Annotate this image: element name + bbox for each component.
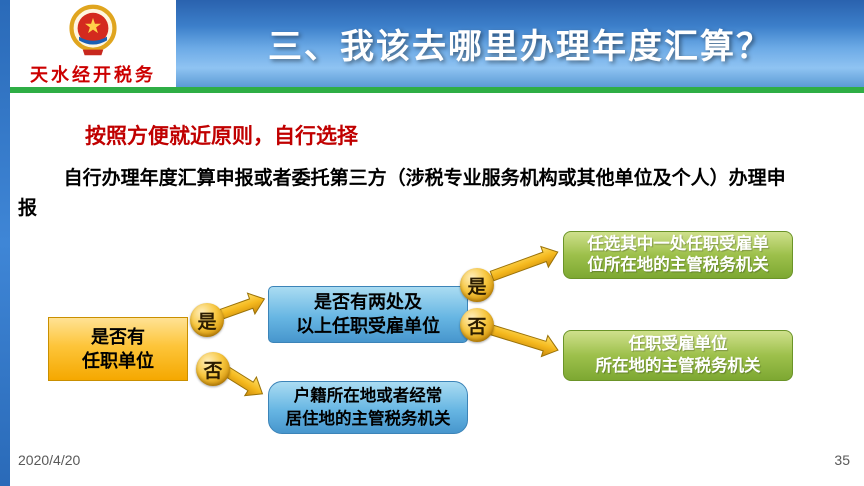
flow-arrow-yes-2	[489, 245, 559, 282]
tax-emblem-icon	[69, 4, 117, 56]
slide-page-number: 35	[834, 452, 850, 468]
logo-box: 天水经开税务	[10, 0, 176, 87]
header-divider	[10, 87, 864, 93]
flow-arrow-yes-1	[219, 292, 266, 320]
left-edge-strip	[0, 0, 10, 486]
body-paragraph: 自行办理年度汇算申报或者委托第三方（涉税专业服务机构或其他单位及个人）办理申 报	[18, 168, 786, 220]
flow-arrow-no-2	[489, 324, 559, 358]
slide-date: 2020/4/20	[18, 452, 81, 468]
flow-result-employer-box: 任职受雇单位 所在地的主管税务机关	[563, 330, 793, 381]
flow-start-box: 是否有 任职单位	[48, 317, 188, 381]
flow-result-household-box: 户籍所在地或者经常 居住地的主管税务机关	[268, 381, 468, 434]
subtitle-text: 按照方便就近原则，自行选择	[85, 125, 358, 148]
logo-text: 天水经开税务	[30, 65, 156, 85]
flow-middle-box: 是否有两处及 以上任职受雇单位	[268, 286, 468, 343]
decision-yes-2: 是	[460, 268, 494, 302]
page-title: 三、我该去哪里办理年度汇算？	[268, 27, 772, 66]
decision-no-1: 否	[196, 352, 230, 386]
flow-result-any-employer-box: 任选其中一处任职受雇单 位所在地的主管税务机关	[563, 231, 793, 279]
decision-yes-1: 是	[190, 303, 224, 337]
decision-no-2: 否	[460, 308, 494, 342]
